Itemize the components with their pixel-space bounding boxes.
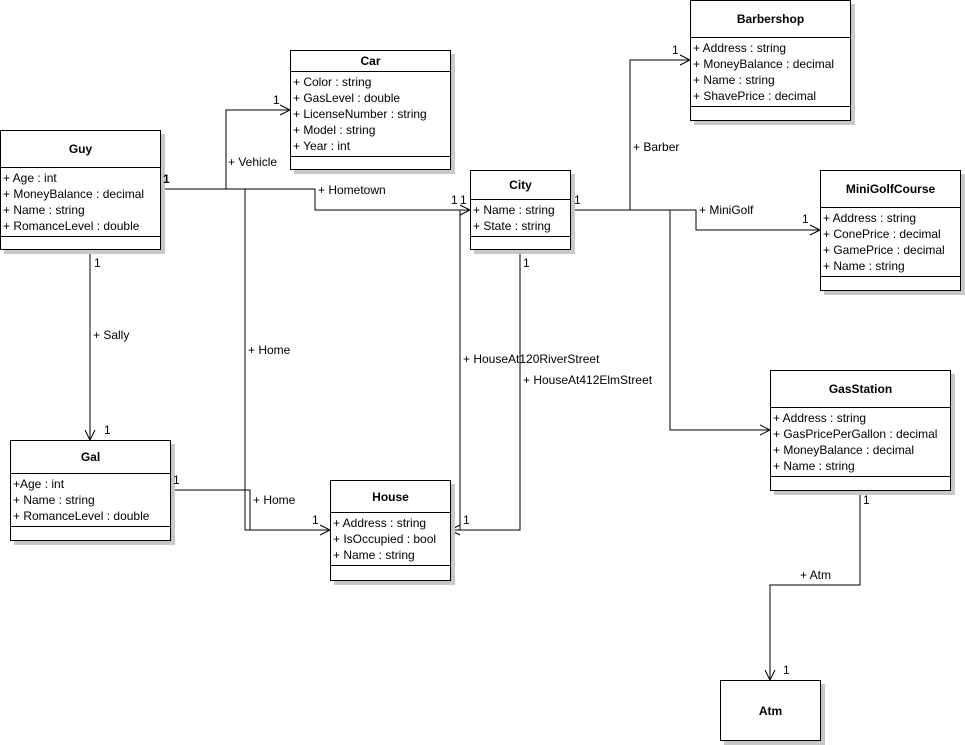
class-house[interactable]: House + Address : string + IsOccupied : … <box>330 480 451 581</box>
attribute: + Name : string <box>333 548 415 562</box>
association-hometown-line[interactable] <box>226 188 470 211</box>
attribute: + Name : string <box>473 203 555 217</box>
attribute: + Name : string <box>3 203 85 217</box>
operation-list <box>291 157 450 175</box>
multiplicity-gal: 1 <box>104 423 111 437</box>
attribute: + Age : int <box>3 171 57 185</box>
attribute: + IsOccupied : bool <box>333 532 437 546</box>
attribute: + Color : string <box>293 75 372 89</box>
attribute: + Address : string <box>773 411 867 425</box>
role-label-river: + HouseAt120RiverStreet <box>463 352 600 366</box>
operation-list <box>691 107 850 125</box>
attribute: + RomanceLevel : double <box>13 509 150 523</box>
class-gal[interactable]: Gal +Age : int + Name : string + Romance… <box>10 440 171 541</box>
attribute-list: + Address : string + IsOccupied : bool +… <box>331 513 450 566</box>
operation-list <box>821 277 960 295</box>
class-barbershop[interactable]: Barbershop + Address : string + MoneyBal… <box>690 0 851 121</box>
role-label-sally: + Sally <box>93 328 130 342</box>
class-name: Car <box>291 51 450 72</box>
class-gasstation[interactable]: GasStation + Address : string + GasPrice… <box>770 370 951 491</box>
association-minigolf-line[interactable] <box>630 209 820 231</box>
multiplicity-city-bottom: 1 <box>523 256 530 270</box>
association-barber-line[interactable] <box>571 59 690 211</box>
attribute: +Age : int <box>13 477 65 491</box>
association-gasstation-line[interactable] <box>669 210 770 431</box>
attribute: + Name : string <box>693 73 775 87</box>
attribute: + Year : int <box>293 139 351 153</box>
attribute: + GamePrice : decimal <box>823 243 945 257</box>
class-name: City <box>471 171 570 200</box>
multiplicity-barbershop: 1 <box>672 43 679 57</box>
operation-list <box>11 527 170 545</box>
attribute: + MoneyBalance : decimal <box>773 443 915 457</box>
multiplicity-city-river: 1 <box>460 193 467 207</box>
multiplicity-guy-vehicle: 1 <box>163 172 170 186</box>
attribute-list: + Name : string + State : string <box>471 200 570 237</box>
class-car[interactable]: Car + Color : string + GasLevel : double… <box>290 50 451 170</box>
attribute: + ShavePrice : decimal <box>693 89 817 103</box>
attribute-list: + Color : string + GasLevel : double + L… <box>291 72 450 157</box>
association-atm-line[interactable] <box>769 490 861 680</box>
attribute-list: +Age : int + Name : string + RomanceLeve… <box>11 474 170 527</box>
role-label-gal-home: + Home <box>253 493 296 507</box>
operation-list <box>471 237 570 255</box>
association-river-line[interactable] <box>450 210 461 531</box>
association-gal-home-line[interactable] <box>171 489 251 530</box>
attribute: + GasPricePerGallon : decimal <box>773 427 938 441</box>
association-guy-home-line[interactable] <box>244 189 330 531</box>
attribute: + ConePrice : decimal <box>823 227 941 241</box>
attribute: + MoneyBalance : decimal <box>3 187 145 201</box>
multiplicity-city-hometown: 1 <box>451 193 458 207</box>
attribute-list: + Address : string + ConePrice : decimal… <box>821 208 960 277</box>
attribute: + LicenseNumber : string <box>293 107 427 121</box>
class-name: Atm <box>758 703 783 718</box>
multiplicity-house-right: 1 <box>463 513 470 527</box>
class-name: Gal <box>11 441 170 474</box>
attribute: + Address : string <box>693 41 787 55</box>
role-label-elm: + HouseAt412ElmStreet <box>523 373 653 387</box>
class-name: MiniGolfCourse <box>821 171 960 208</box>
class-city[interactable]: City + Name : string + State : string <box>470 170 571 250</box>
multiplicity-minigolfcourse: 1 <box>802 212 809 226</box>
class-guy[interactable]: Guy + Age : int + MoneyBalance : decimal… <box>0 130 161 250</box>
attribute: + GasLevel : double <box>293 91 401 105</box>
attribute: + Model : string <box>293 123 376 137</box>
association-elm-line[interactable] <box>450 250 521 531</box>
attribute-list: + Age : int + MoneyBalance : decimal + N… <box>1 168 160 237</box>
attribute-list: + Address : string + MoneyBalance : deci… <box>691 38 850 107</box>
class-minigolfcourse[interactable]: MiniGolfCourse + Address : string + Cone… <box>820 170 961 291</box>
role-label-minigolf: + MiniGolf <box>699 203 754 217</box>
class-name: House <box>331 481 450 513</box>
attribute: + Name : string <box>13 493 95 507</box>
role-label-hometown: + Hometown <box>318 183 386 197</box>
role-label-guy-home: + Home <box>248 343 291 357</box>
attribute: + State : string <box>473 219 551 233</box>
multiplicity-city-right: 1 <box>574 193 581 207</box>
class-atm[interactable]: Atm <box>720 680 821 741</box>
operation-list <box>1 237 160 255</box>
role-label-atm: + Atm <box>800 568 832 582</box>
attribute: + Address : string <box>333 516 427 530</box>
role-label-barber: + Barber <box>633 140 680 154</box>
class-name: Barbershop <box>691 1 850 38</box>
multiplicity-gal-home: 1 <box>173 473 180 487</box>
multiplicity-car: 1 <box>273 93 280 107</box>
multiplicity-house-left: 1 <box>312 513 319 527</box>
multiplicity-atm: 1 <box>783 663 790 677</box>
operation-list <box>331 566 450 584</box>
attribute: + Address : string <box>823 211 917 225</box>
role-label-vehicle: + Vehicle <box>228 155 278 169</box>
attribute: + MoneyBalance : decimal <box>693 57 835 71</box>
multiplicity-gasstation: 1 <box>863 493 870 507</box>
attribute: + Name : string <box>823 259 905 273</box>
attribute-list: + Address : string + GasPricePerGallon :… <box>771 408 950 477</box>
class-name: Guy <box>1 131 160 168</box>
multiplicity-guy-sally: 1 <box>94 256 101 270</box>
operation-list <box>771 477 950 495</box>
association-vehicle-line[interactable] <box>161 109 290 190</box>
attribute: + RomanceLevel : double <box>3 219 140 233</box>
attribute: + Name : string <box>773 459 855 473</box>
class-name: GasStation <box>771 371 950 408</box>
